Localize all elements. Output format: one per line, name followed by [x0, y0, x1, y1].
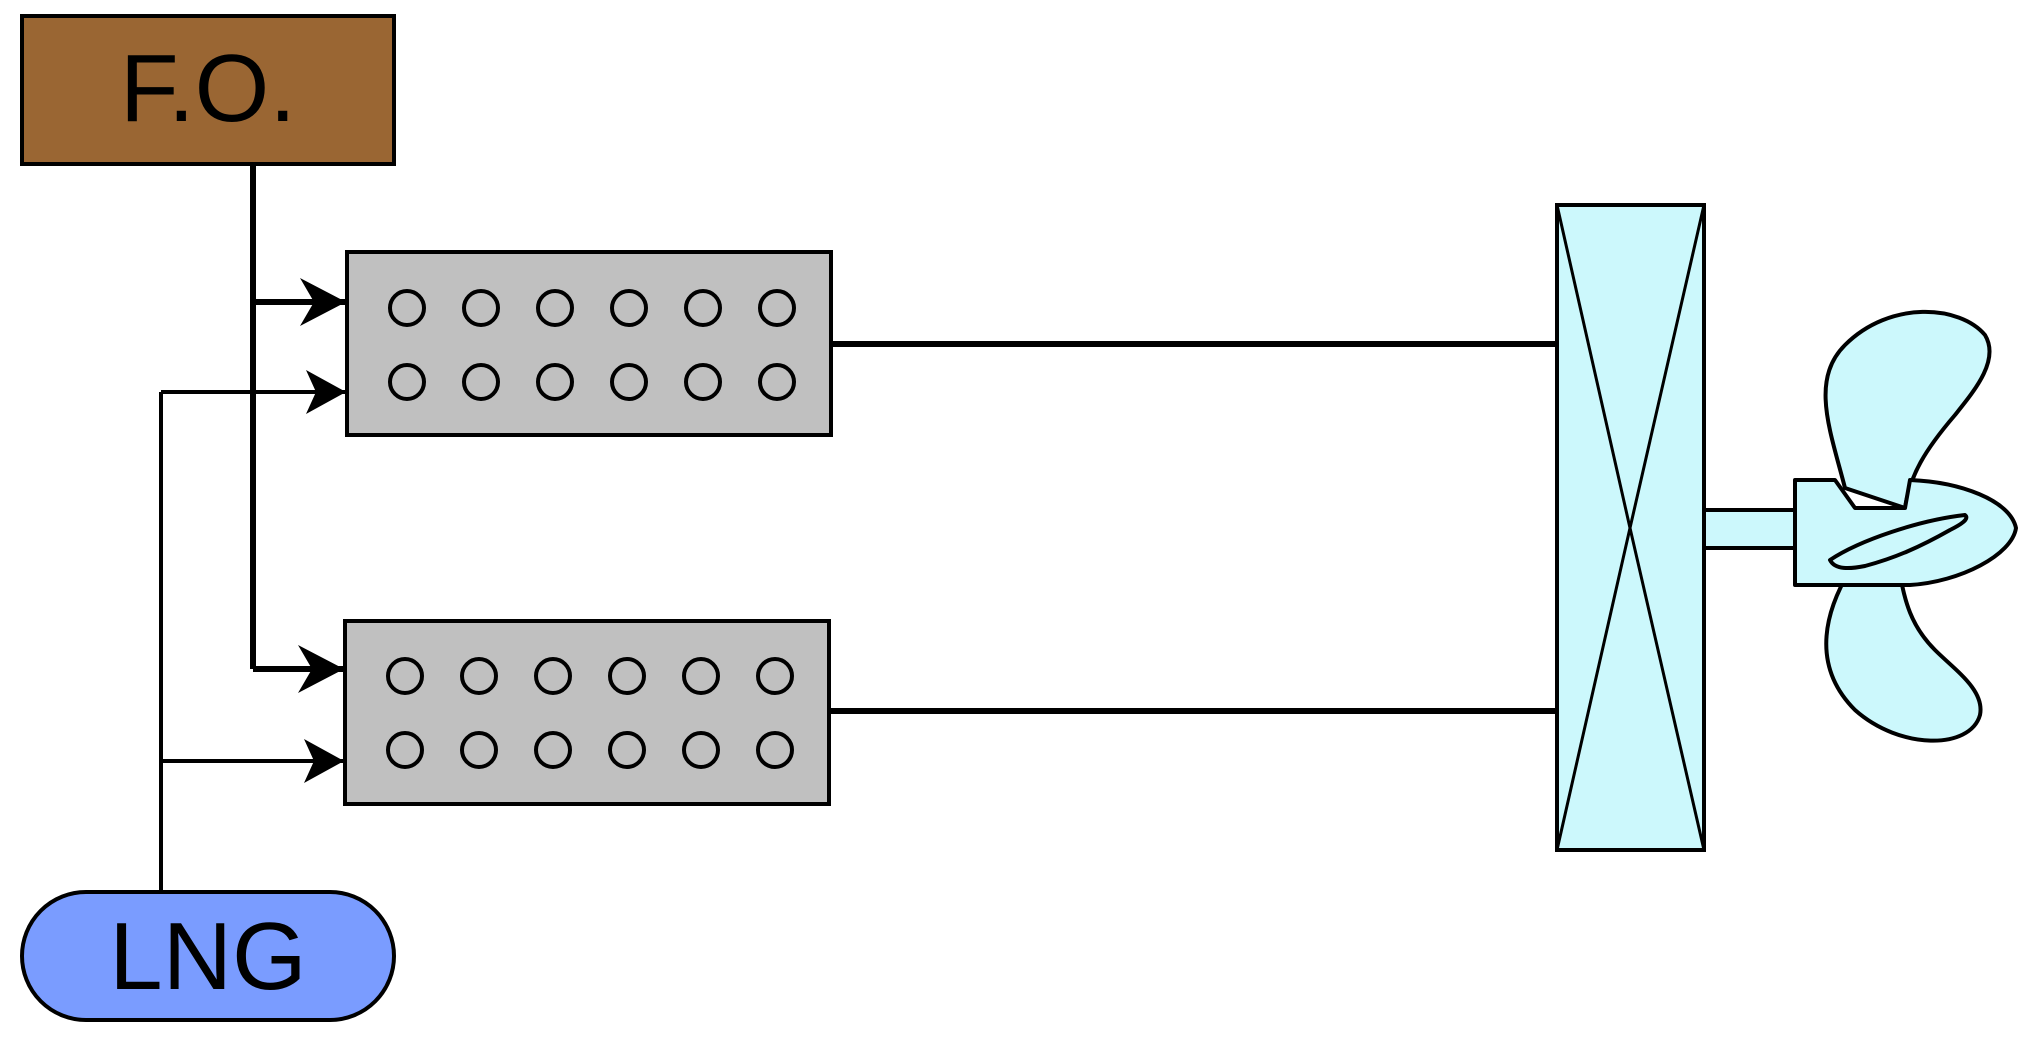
cylinder — [610, 363, 648, 401]
lng-label: LNG — [109, 903, 306, 1010]
cylinder — [610, 289, 648, 327]
gearbox-cross-lines — [1555, 204, 1706, 851]
cylinder — [684, 363, 722, 401]
fuel-oil-arrowhead-lower — [298, 645, 344, 693]
cylinder — [388, 363, 426, 401]
cylinder — [460, 657, 498, 695]
lng-arrowhead-upper — [306, 370, 346, 414]
engine-block — [343, 619, 831, 806]
cylinder — [758, 289, 796, 327]
propeller-blade-front — [1828, 513, 1969, 571]
fuel-oil-box — [20, 14, 396, 166]
cylinder — [608, 657, 646, 695]
cylinder — [682, 731, 720, 769]
lng-box — [20, 890, 396, 1022]
cylinder — [684, 289, 722, 327]
fuel-oil-tank: F.O. — [20, 14, 396, 166]
cylinder — [462, 363, 500, 401]
cylinder — [756, 731, 794, 769]
cylinder — [386, 657, 424, 695]
propeller-blade-lower — [1824, 568, 1983, 743]
engine-shafts — [829, 341, 1557, 714]
cylinder — [386, 731, 424, 769]
cylinder — [536, 289, 574, 327]
fuel-oil-arrowhead-upper — [300, 278, 346, 326]
cylinder — [758, 363, 796, 401]
cylinder-group — [386, 657, 794, 769]
cylinder — [756, 657, 794, 695]
cylinder-group — [388, 289, 796, 401]
cylinder — [682, 657, 720, 695]
propeller-blade-upper — [1823, 309, 1992, 510]
fuel-oil-label: F.O. — [120, 35, 296, 142]
cylinder — [460, 731, 498, 769]
cylinder — [388, 289, 426, 327]
engine-lower — [343, 619, 831, 806]
engine-upper — [345, 250, 833, 437]
cylinder — [462, 289, 500, 327]
propeller-icon — [1702, 309, 2018, 743]
cylinder — [534, 657, 572, 695]
cylinder — [534, 731, 572, 769]
lng-arrowhead-lower — [304, 739, 344, 783]
cylinder — [536, 363, 574, 401]
reduction-gearbox-icon — [1555, 203, 1706, 852]
cylinder — [608, 731, 646, 769]
engine-block — [345, 250, 833, 437]
propeller-shaft — [1702, 508, 1798, 550]
fuel-oil-lines — [250, 164, 346, 672]
lng-tank: LNG — [20, 890, 396, 1022]
lng-lines — [159, 390, 346, 892]
